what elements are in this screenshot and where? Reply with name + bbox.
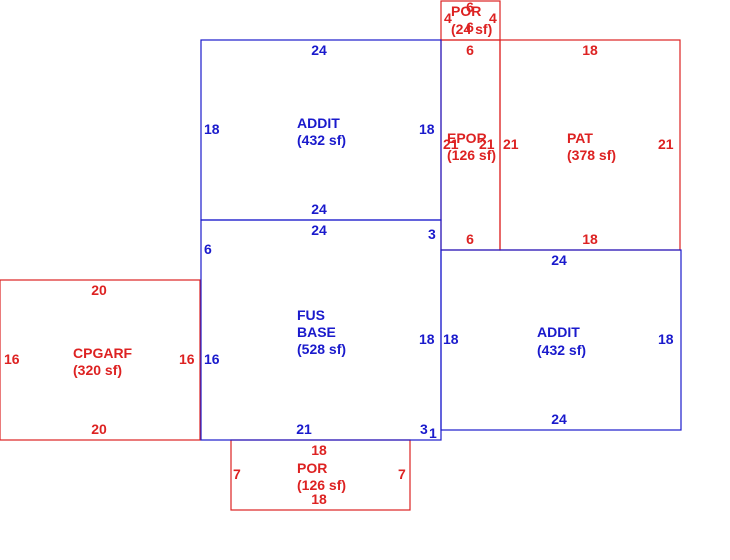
por-bottom-group: POR (126 sf) 18 18 7 7 <box>233 442 406 507</box>
por-bottom-dim-left: 7 <box>233 466 241 482</box>
addit-upper-name: ADDIT <box>297 115 340 131</box>
cpgarf-dim-bottom: 20 <box>91 421 107 437</box>
fus-base-dim-bottom-corner: 1 <box>429 425 437 441</box>
por-top-group: POR (24 sf) 6 6 4 4 <box>444 0 497 37</box>
cpgarf-area: (320 sf) <box>73 362 122 378</box>
por-top-dim-left: 4 <box>444 10 452 26</box>
fus-base-name-line2: BASE <box>297 324 336 340</box>
cpgarf-dim-left: 16 <box>4 351 20 367</box>
epor-dim-left: 21 <box>443 136 459 152</box>
pat-area: (378 sf) <box>567 147 616 163</box>
pat-name: PAT <box>567 130 593 146</box>
cpgarf-outline <box>0 279 201 441</box>
epor-area: (126 sf) <box>447 147 496 163</box>
addit-lower-dim-right: 18 <box>658 331 674 347</box>
addit-upper-dim-top: 24 <box>311 42 327 58</box>
addit-lower-group: ADDIT (432 sf) 24 24 18 18 <box>443 252 674 427</box>
por-top-name: POR <box>451 3 481 19</box>
pat-group: PAT (378 sf) 18 18 21 21 <box>503 42 674 247</box>
fus-base-dim-right: 18 <box>419 331 435 347</box>
por-top-dim-right: 4 <box>489 10 497 26</box>
pat-dim-bottom: 18 <box>582 231 598 247</box>
cpgarf-group: CPGARF (320 sf) 20 20 16 16 <box>4 282 195 437</box>
addit-upper-dim-bottom: 24 <box>311 201 327 217</box>
cpgarf-name: CPGARF <box>73 345 133 361</box>
cpgarf-dim-right: 16 <box>179 351 195 367</box>
fus-base-dim-left-upper: 6 <box>204 241 212 257</box>
epor-dim-right: 21 <box>479 136 495 152</box>
blue-outlines <box>200 39 682 441</box>
addit-lower-dim-bottom: 24 <box>551 411 567 427</box>
fus-base-dim-top: 24 <box>311 222 327 238</box>
fus-base-dim-bottom: 21 <box>296 421 312 437</box>
epor-dim-top: 6 <box>466 42 474 58</box>
pat-dim-left: 21 <box>503 136 519 152</box>
addit-lower-area: (432 sf) <box>537 342 586 358</box>
addit-lower-dim-left: 18 <box>443 331 459 347</box>
por-bottom-area: (126 sf) <box>297 477 346 493</box>
por-bottom-dim-right: 7 <box>398 466 406 482</box>
pat-dim-top: 18 <box>582 42 598 58</box>
fus-base-area: (528 sf) <box>297 341 346 357</box>
fus-base-group: FUS BASE (528 sf) 24 6 16 3 18 21 3 1 <box>204 222 437 441</box>
cpgarf-dim-top: 20 <box>91 282 107 298</box>
por-top-dim-top: 6 <box>466 0 474 15</box>
addit-upper-dim-left: 18 <box>204 121 220 137</box>
addit-lower-name: ADDIT <box>537 324 580 340</box>
pat-dim-right: 21 <box>658 136 674 152</box>
por-bottom-dim-bottom: 18 <box>311 491 327 507</box>
fus-base-dim-left: 16 <box>204 351 220 367</box>
epor-dim-bottom: 6 <box>466 231 474 247</box>
addit-lower-outline <box>440 249 682 431</box>
por-bottom-name: POR <box>297 460 327 476</box>
fus-base-dim-bottom-right: 3 <box>420 421 428 437</box>
addit-upper-group: ADDIT (432 sf) 24 24 18 18 <box>204 42 435 217</box>
epor-name: EPOR <box>447 130 487 146</box>
por-top-area: (24 sf) <box>451 21 492 37</box>
addit-upper-dim-right: 18 <box>419 121 435 137</box>
epor-group: EPOR (126 sf) 6 6 21 21 <box>443 42 496 247</box>
por-bottom-dim-top: 18 <box>311 442 327 458</box>
fus-base-name-line1: FUS <box>297 307 325 323</box>
por-top-dim-bottom: 6 <box>466 19 474 35</box>
addit-lower-dim-top: 24 <box>551 252 567 268</box>
addit-upper-area: (432 sf) <box>297 132 346 148</box>
fus-base-dim-right-upper: 3 <box>428 226 436 242</box>
